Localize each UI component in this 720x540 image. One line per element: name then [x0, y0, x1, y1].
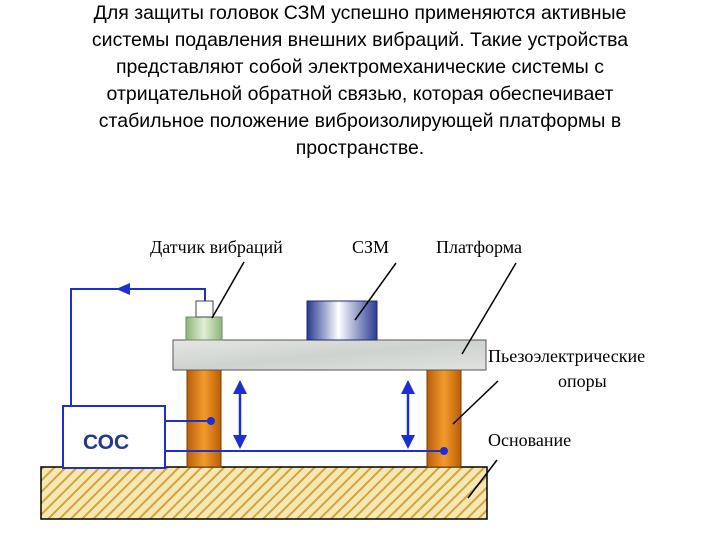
vibration-sensor-cap: [195, 300, 214, 318]
label-piezo-supports: Пьезоэлектрические: [488, 346, 645, 366]
szm-block: [306, 300, 378, 341]
description-line: стабильное положение виброизолирующей пл…: [98, 110, 622, 132]
signal-arrow: [116, 283, 130, 295]
label-szm: СЗМ: [352, 237, 389, 257]
platform: [172, 339, 487, 371]
description-line: системы подавления внешних вибраций. Так…: [91, 29, 629, 51]
label-piezo-supports-line2: опоры: [558, 371, 607, 391]
description-line: отрицательной обратной связью, которая о…: [106, 83, 614, 105]
displacement-arrow-right: [401, 380, 415, 449]
callout-lines: [211, 261, 517, 499]
label-base: Основание: [488, 430, 571, 450]
wire-node: [440, 447, 448, 455]
description-text: Для защиты головок СЗМ успешно применяют…: [0, 0, 720, 162]
base-plate: [40, 466, 488, 520]
description-line: пространстве.: [295, 137, 425, 159]
description-line: представляют собой электромеханические с…: [116, 56, 604, 78]
soc-box: [62, 405, 166, 469]
wire-node: [207, 417, 215, 425]
piezo-support-left: [186, 369, 222, 468]
label-vibration-sensor: Датчик вибраций: [150, 237, 283, 257]
soc-label: СОС: [83, 431, 129, 454]
vibration-sensor: [185, 316, 223, 341]
displacement-arrow-left: [233, 380, 247, 449]
label-platform: Платформа: [436, 237, 522, 257]
description-line: Для защиты головок СЗМ успешно применяют…: [93, 2, 627, 24]
